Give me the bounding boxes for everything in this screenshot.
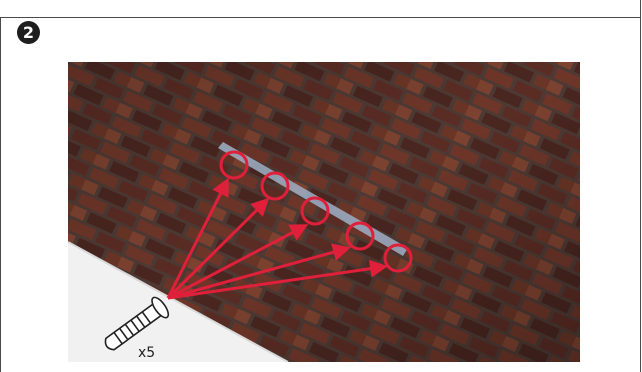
top-rule: [0, 0, 641, 18]
wall-mounting-illustration: x5: [68, 62, 580, 362]
anchor-quantity-label: x5: [138, 345, 155, 361]
step-number-badge: 2: [17, 21, 40, 44]
